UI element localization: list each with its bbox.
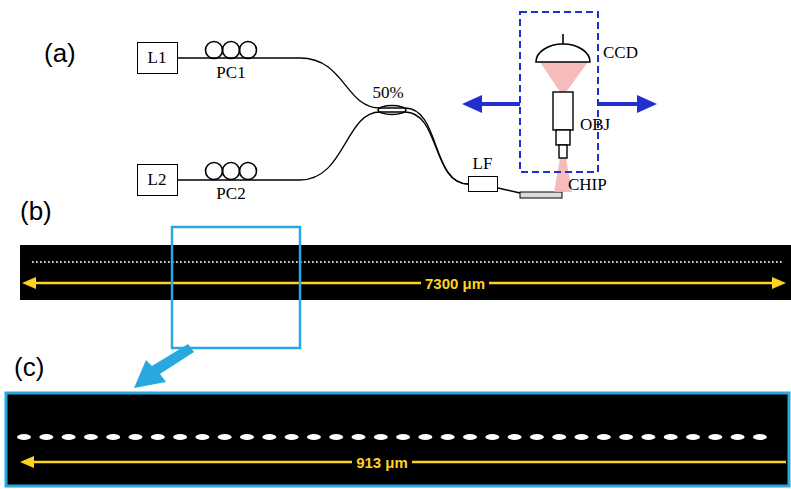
chip-slab [520,192,562,198]
scatter-dash [39,434,53,440]
panel-label: (c) [14,354,44,380]
scatter-dash [62,434,76,440]
scatter-dash [753,434,767,440]
scatter-dash [463,434,477,440]
scatter-dash [307,434,321,440]
scatter-dash [530,434,544,440]
dimension-label: 913 μm [352,454,412,471]
part-label: PC2 [216,185,245,202]
scatter-dash [731,434,745,440]
fiber [498,188,520,193]
scatter-dash [17,434,31,440]
scatter-dash [218,434,232,440]
dimension-arrow [22,277,786,289]
scatter-dash [418,434,432,440]
scatter-dash [664,434,678,440]
node-label: L1 [148,49,167,66]
scatter-dash [441,434,455,440]
scatter-dash [173,434,187,440]
scatter-dash [374,434,388,440]
zoom-frame [6,393,789,486]
laser-box: L1 [137,42,178,74]
scatter-line [30,261,782,263]
scatter-dash [129,434,143,440]
part-label: CCD [603,44,638,61]
zoom-box [172,227,300,348]
lensed-fiber-box: LF [468,176,498,192]
scatter-dash [396,434,410,440]
part-label: OBJ [580,116,610,133]
optical-fiber [178,112,468,184]
scatter-dash [597,434,611,440]
scatter-dashes [17,434,767,440]
scatter-dash [195,434,209,440]
scatter-dash [575,434,589,440]
scatter-dash [508,434,522,440]
scatter-dash [240,434,254,440]
scatter-dash [552,434,566,440]
panel-label: (b) [20,198,52,224]
scatter-dash [708,434,722,440]
scatter-dash [329,434,343,440]
motion-arrow [462,95,657,113]
part-label: CHIP [568,176,607,193]
scatter-dash [151,434,165,440]
panel-label: (a) [44,40,76,66]
node-label: LF [473,155,493,172]
scatter-dash [106,434,120,440]
fiber-coupler [378,106,406,115]
ccd-detector [536,34,590,62]
scatter-dash [686,434,700,440]
pc-coils [206,42,257,180]
scatter-dash [485,434,499,440]
part-label: 50% [372,84,403,101]
objective-lens [553,92,573,158]
scatter-dash [285,434,299,440]
scatter-dash [641,434,655,440]
scatter-dash [352,434,366,440]
scatter-dash [262,434,276,440]
image-strip [20,245,791,300]
light-beam [540,62,588,92]
dimension-label: 7300 μm [421,275,489,292]
scatter-dash [84,434,98,440]
node-label: L2 [148,171,167,188]
part-label: PC1 [216,64,245,81]
translation-stage [520,12,598,172]
scatter-dash [619,434,633,440]
optical-fiber [178,58,468,184]
zoom-arrow [134,344,194,388]
laser-box: L2 [137,164,178,196]
